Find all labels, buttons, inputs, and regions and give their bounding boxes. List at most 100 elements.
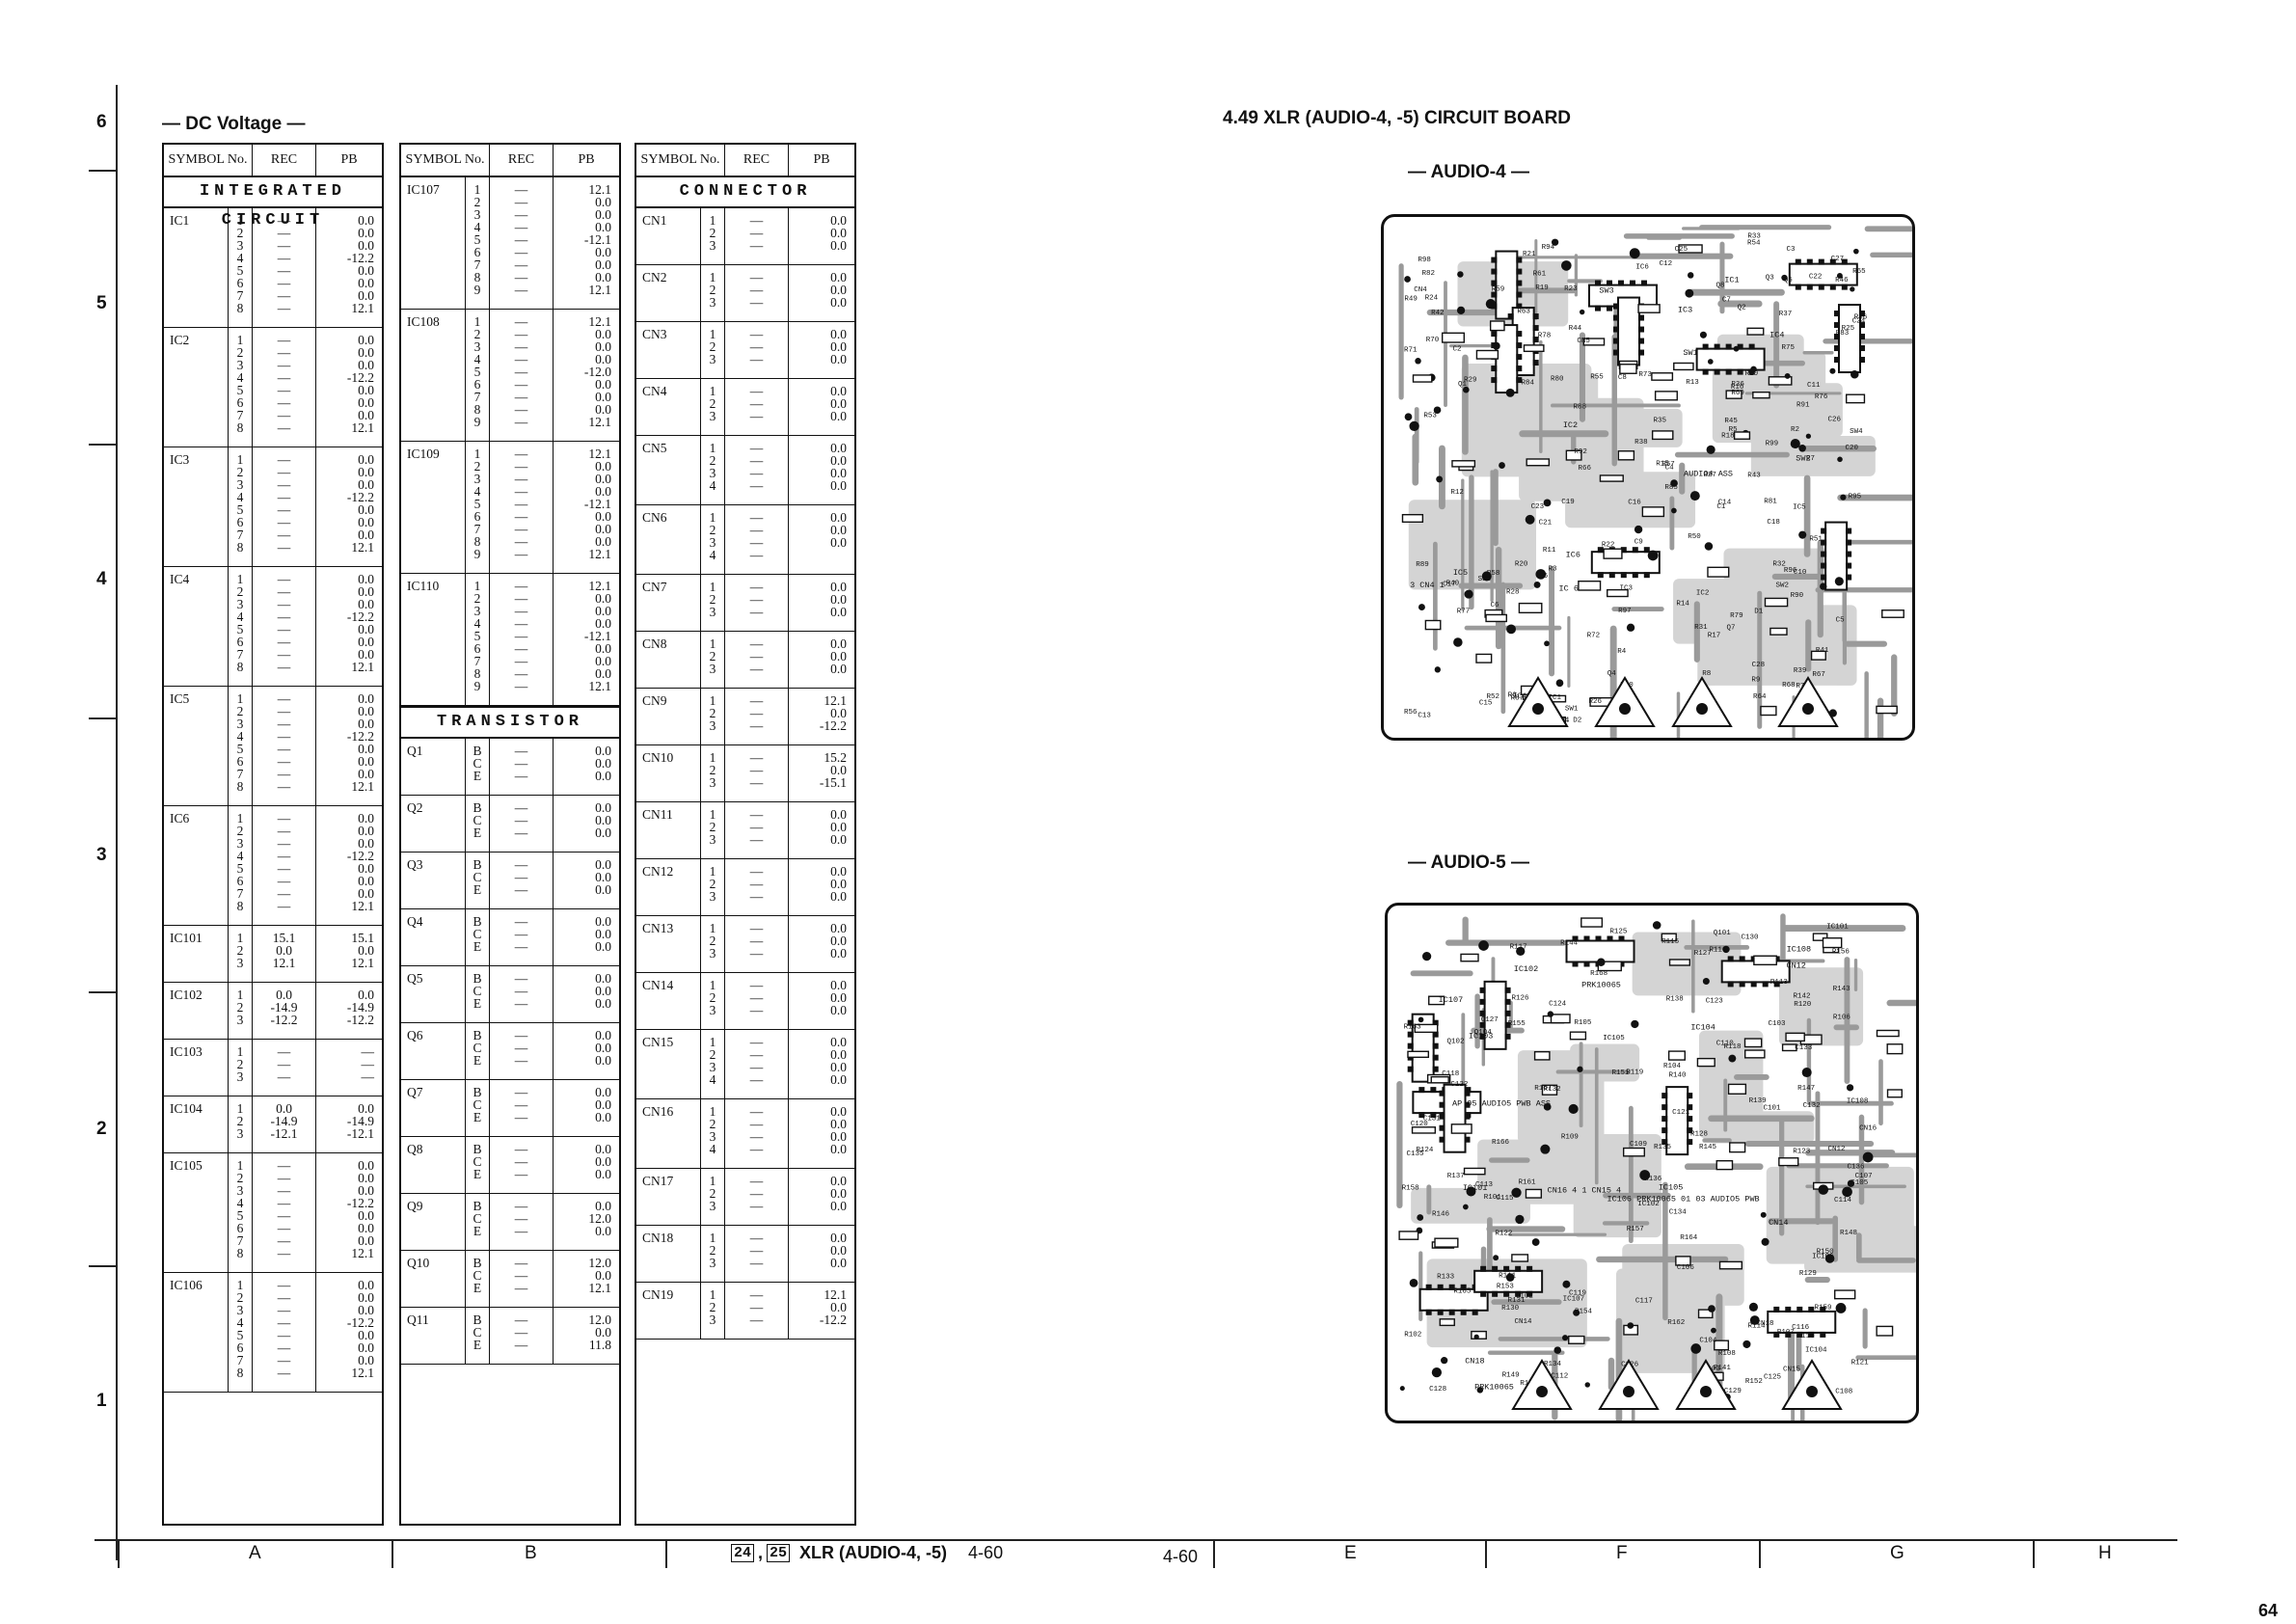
pb-cell: 0.0 0.0 0.0 [830, 270, 847, 310]
pb-cell: 0.0 0.0 0.0 [830, 1174, 847, 1213]
left-frame-rule [116, 85, 118, 1560]
ic-pin [1418, 1087, 1425, 1094]
ic-pin [1407, 1019, 1414, 1026]
pb-cell: 12.1 0.0 0.0 0.0 -12.1 0.0 0.0 0.0 12.1 [583, 182, 611, 297]
smd-part [1697, 1309, 1714, 1319]
silk-label: C110 [1716, 1040, 1735, 1047]
silk-label: R144 [1560, 940, 1579, 948]
solder-pad [1456, 306, 1466, 314]
solder-pad [1835, 1303, 1847, 1313]
symbol-cell: CN13 [636, 916, 701, 972]
silk-label: R27 [1703, 472, 1716, 479]
silk-label: C27 [1831, 256, 1845, 263]
ic-pin [1607, 280, 1613, 286]
silk-label: C106 [1677, 1264, 1695, 1272]
pb-cell: 0.0 0.0 0.0 [830, 384, 847, 423]
ic-pin [1503, 1265, 1510, 1272]
silk-label: C8 [1618, 374, 1627, 382]
smd-part [1580, 917, 1604, 928]
silk-label: R97 [1618, 608, 1632, 615]
silk-label: R59 [1492, 286, 1505, 294]
silk-label: R102 [1404, 1331, 1421, 1339]
symbol-cell: CN7 [636, 575, 701, 631]
row-marker-5: 5 [96, 293, 107, 313]
ic-pin [1526, 1265, 1533, 1272]
silk-label: R63 [1517, 309, 1530, 316]
rec-cell: — — — [253, 1040, 316, 1096]
silk-label: R158 [1402, 1184, 1419, 1192]
pcb-text: IC103 [1469, 1032, 1494, 1042]
solder-pad [1824, 1254, 1835, 1263]
footer-page-right: 4-60 [1163, 1547, 1199, 1566]
ic-pin [1620, 547, 1627, 554]
silk-label: C127 [1481, 1016, 1499, 1024]
symbol-cell: IC110 [401, 574, 466, 705]
smd-part [1760, 705, 1777, 717]
silk-label: C121 [1672, 1109, 1690, 1117]
footer-box-25: 25 [767, 1544, 791, 1562]
symbol-cell: Q7 [401, 1080, 466, 1136]
silk-label: R18 [1721, 433, 1735, 441]
solder-pad [1626, 623, 1635, 632]
ic-pin [1432, 1042, 1439, 1049]
smd-part [1582, 338, 1606, 346]
silk-label: C25 [1675, 246, 1688, 254]
solder-pad [1415, 358, 1421, 365]
symbol-cell: Q8 [401, 1137, 466, 1193]
symbol-cell: Q4 [401, 909, 466, 965]
silk-label: IC108 [1847, 1098, 1869, 1106]
ic-pin [1661, 1104, 1668, 1111]
pb-cell: 0.0 0.0 0.0 -12.2 0.0 0.0 0.0 12.1 [346, 691, 374, 794]
silk-label: R88 [1573, 403, 1586, 411]
ic-pin [1795, 258, 1801, 265]
silk-label: C14 [1718, 499, 1732, 506]
solder-pad [1533, 581, 1541, 588]
rec-cell: — — — [490, 853, 554, 908]
rec-cell: — — — — — — — — — [490, 310, 554, 441]
pb-cell: 0.0 0.0 0.0 [595, 1028, 611, 1068]
smd-part [1424, 619, 1442, 631]
silk-label: R151 [1611, 1069, 1630, 1077]
silk-label: C119 [1569, 1289, 1586, 1297]
silk-label: R167 [1534, 1085, 1552, 1093]
silk-label: R95 [1849, 494, 1862, 501]
smd-part [1451, 460, 1476, 468]
audio-4-pcb-svg: R2R3R4R5R6R7R8R9R10R11R12R13R14R15R16R17… [1398, 225, 1912, 738]
solder-pad [1748, 1302, 1759, 1312]
solder-pad [1722, 945, 1730, 954]
ic-pin [1464, 1101, 1471, 1108]
pcb-text: SW2 [1796, 453, 1810, 463]
solder-pad [1631, 1019, 1639, 1029]
silk-label: R118 [1723, 1043, 1741, 1051]
smd-part [1727, 1083, 1747, 1095]
silk-label: R121 [1851, 1359, 1870, 1367]
ic-pin [1725, 368, 1732, 375]
ic-pin [1504, 1010, 1511, 1016]
silk-label: CN4 [1414, 286, 1427, 294]
audio-5-pcb-svg: CN16CN15CN18C101C102C103C104C105C106C107… [1396, 913, 1916, 1421]
ic-pin [1479, 987, 1486, 993]
symbol-cell: IC3 [164, 447, 229, 566]
pcb-text: IC105 [1659, 1183, 1684, 1193]
ic-pin [1583, 935, 1590, 942]
ic-pin [1491, 365, 1498, 372]
ic-pin [1795, 284, 1801, 290]
symbol-cell: CN15 [636, 1030, 701, 1098]
silk-label: R72 [1587, 632, 1601, 639]
ic-pin [1773, 1306, 1780, 1313]
solder-pad [1543, 499, 1552, 507]
silk-label: R80 [1551, 375, 1564, 383]
ic-pin [1714, 343, 1720, 350]
silk-label: R138 [1666, 995, 1684, 1003]
ic-pin [1702, 368, 1709, 375]
